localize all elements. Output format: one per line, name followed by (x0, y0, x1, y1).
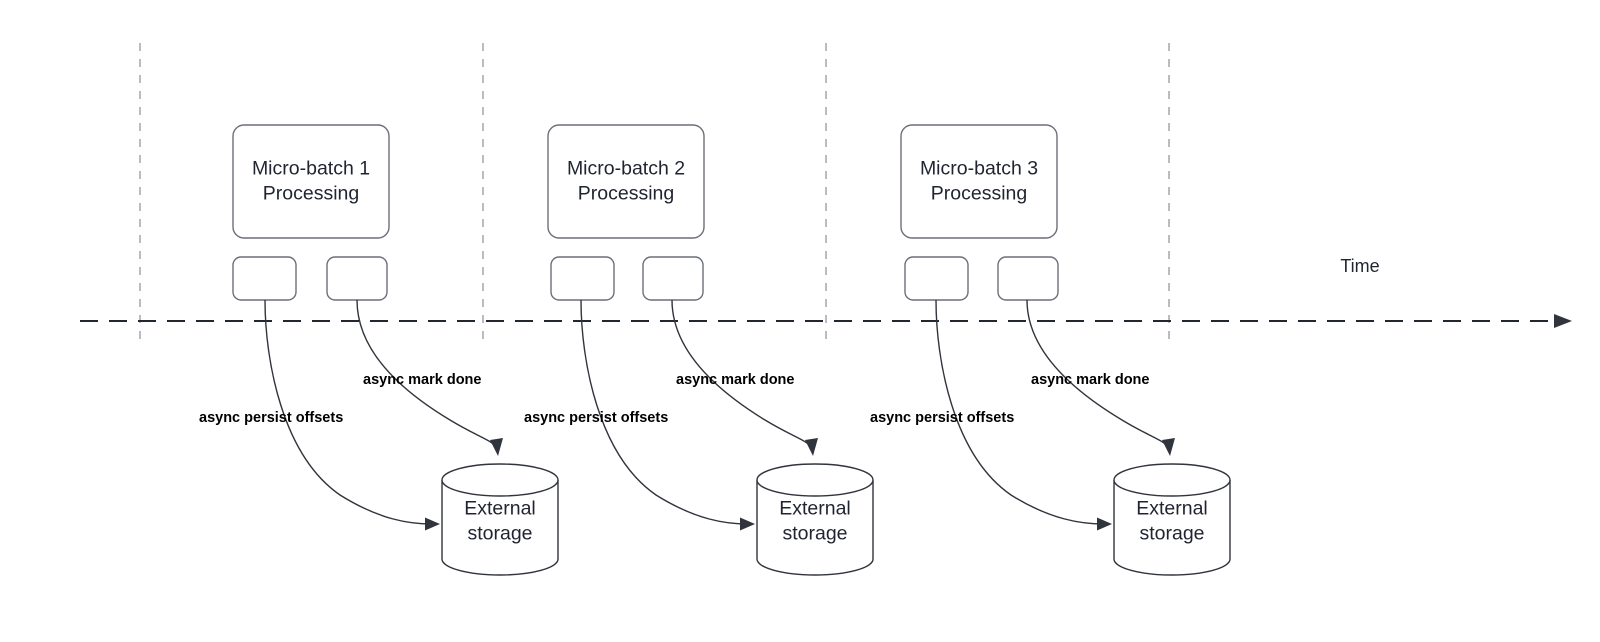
micro-batch-box[interactable] (900, 124, 1058, 239)
async-mark-done-edge-label: async mark done (363, 372, 481, 388)
time-axis-arrowhead (1554, 314, 1572, 328)
external-storage-cylinder-top[interactable] (1113, 463, 1231, 497)
async-persist-offsets-edge (264, 299, 433, 525)
async-mark-done-edge-label: async mark done (676, 372, 794, 388)
async-mark-done-edge-arrowhead (490, 438, 503, 456)
micro-batch-label-line1: Micro-batch 3 (920, 158, 1038, 180)
external-storage-label-line2: storage (1139, 523, 1204, 545)
async-persist-offsets-edge-arrowhead (740, 517, 755, 531)
async-persist-offsets-edge-label: async persist offsets (524, 410, 668, 426)
async-persist-offsets-edge-arrowhead (425, 517, 440, 531)
mark-done-task-box[interactable] (997, 256, 1059, 301)
external-storage-cylinder-body[interactable] (1113, 480, 1231, 576)
async-persist-offsets-edge-label: async persist offsets (199, 410, 343, 426)
async-mark-done-edge-arrowhead (805, 438, 818, 456)
async-persist-offsets-edge (580, 299, 749, 525)
external-storage-label-line2: storage (782, 523, 847, 545)
async-mark-done-edge (356, 299, 498, 449)
micro-batch-label-line2: Processing (931, 183, 1027, 205)
persist-offsets-task-box[interactable] (232, 256, 297, 301)
external-storage-cylinder-body[interactable] (756, 480, 874, 576)
external-storage-cylinder-top[interactable] (756, 463, 874, 497)
async-persist-offsets-edge-arrowhead (1097, 517, 1112, 531)
time-axis-label: Time (1340, 256, 1379, 276)
async-mark-done-edge-arrowhead (1162, 438, 1175, 456)
external-storage-cylinder-body[interactable] (441, 480, 559, 576)
micro-batch-box[interactable] (547, 124, 705, 239)
micro-batch-label-line2: Processing (263, 183, 359, 205)
mark-done-task-box[interactable] (642, 256, 704, 301)
async-mark-done-edge-label: async mark done (1031, 372, 1149, 388)
async-persist-offsets-edge (935, 299, 1105, 525)
micro-batch-label-line1: Micro-batch 2 (567, 158, 685, 180)
external-storage-label-line1: External (464, 498, 536, 520)
micro-batch-label-line2: Processing (578, 183, 674, 205)
persist-offsets-task-box[interactable] (550, 256, 615, 301)
mark-done-task-box[interactable] (326, 256, 388, 301)
external-storage-label-line2: storage (467, 523, 532, 545)
external-storage-label-line1: External (1136, 498, 1208, 520)
async-persist-offsets-edge-label: async persist offsets (870, 410, 1014, 426)
micro-batch-label-line1: Micro-batch 1 (252, 158, 370, 180)
persist-offsets-task-box[interactable] (904, 256, 969, 301)
external-storage-cylinder-top[interactable] (441, 463, 559, 497)
micro-batch-box[interactable] (232, 124, 390, 239)
external-storage-label-line1: External (779, 498, 851, 520)
async-mark-done-edge (671, 299, 813, 449)
async-mark-done-edge (1026, 299, 1170, 449)
